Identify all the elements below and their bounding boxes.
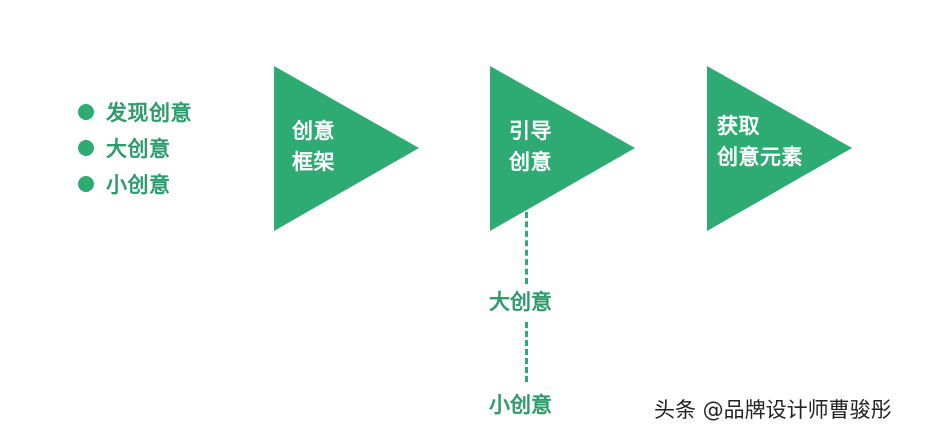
triangle-creative-framework bbox=[274, 66, 419, 231]
triangle-guide-creativity bbox=[490, 66, 635, 231]
branch-label-big-idea: 大创意 bbox=[489, 290, 552, 314]
bullet-dot-icon bbox=[78, 104, 94, 120]
bullet-label: 小创意 bbox=[106, 173, 171, 197]
bullet-dot-icon bbox=[78, 140, 94, 156]
triangle-label-guide-creativity: 引导 创意 bbox=[509, 116, 552, 178]
label-line: 创意 bbox=[509, 150, 552, 174]
label-line: 获取 bbox=[717, 114, 760, 138]
bullet-label: 发现创意 bbox=[106, 101, 192, 125]
triangle-get-elements bbox=[707, 66, 852, 231]
bullet-list: 发现创意 大创意 小创意 bbox=[78, 94, 192, 202]
dashed-connector bbox=[525, 212, 528, 284]
bullet-label: 大创意 bbox=[106, 137, 171, 161]
bullet-dot-icon bbox=[78, 176, 94, 192]
dashed-connector bbox=[525, 322, 528, 382]
bullet-item: 大创意 bbox=[78, 130, 192, 166]
triangle-label-creative-framework: 创意 框架 bbox=[292, 116, 335, 178]
bullet-item: 发现创意 bbox=[78, 94, 192, 130]
label-line: 引导 bbox=[509, 119, 552, 143]
label-line: 创意 bbox=[292, 119, 335, 143]
branch-label-small-idea: 小创意 bbox=[489, 393, 552, 417]
label-line: 创意元素 bbox=[717, 145, 803, 169]
label-line: 框架 bbox=[292, 150, 335, 174]
triangle-label-get-elements: 获取 创意元素 bbox=[717, 111, 803, 173]
bullet-item: 小创意 bbox=[78, 166, 192, 202]
watermark: 头条 @品牌设计师曹骏彤 bbox=[654, 398, 892, 422]
